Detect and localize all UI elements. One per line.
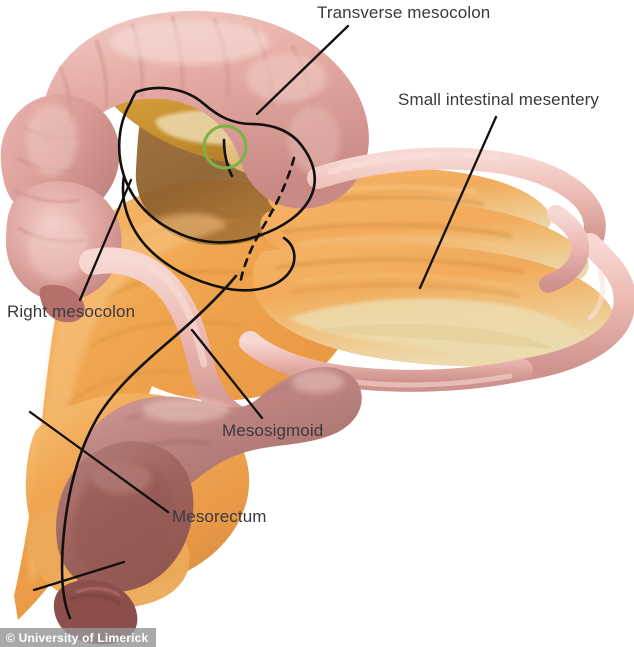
appendix-stump bbox=[39, 284, 85, 323]
ileum-tube-right bbox=[511, 233, 634, 381]
annotation-outline-group bbox=[60, 86, 316, 620]
leader-transverse-mesocolon bbox=[255, 24, 350, 116]
credit-watermark-bar: © University of Limerick bbox=[0, 628, 157, 647]
leader-right-mesocolon bbox=[78, 178, 133, 302]
mesentery-fringe-texture-a bbox=[316, 324, 552, 348]
leader-mesorectum-lower-tick bbox=[32, 560, 126, 592]
leader-mesorectum bbox=[28, 410, 170, 514]
ileum-tube-mid-fold bbox=[539, 205, 590, 293]
mesocolon-division-line bbox=[60, 274, 238, 620]
mesentery-boundary-dashed bbox=[238, 156, 296, 286]
anal-canal-fold bbox=[69, 593, 122, 606]
leader-lines-group bbox=[28, 24, 498, 592]
transverse-mesocolon-outline bbox=[117, 86, 316, 244]
circle-tick-line bbox=[222, 138, 234, 178]
large-bowel-group bbox=[0, 10, 634, 645]
sigmoid-highlights bbox=[142, 371, 344, 422]
label-transverse-mesocolon: Transverse mesocolon bbox=[317, 3, 491, 22]
credit-text: © University of Limerick bbox=[6, 630, 149, 645]
label-mesorectum: Mesorectum bbox=[172, 507, 267, 526]
label-right-mesocolon: Right mesocolon bbox=[7, 302, 136, 321]
rectum-shading bbox=[72, 463, 176, 582]
label-small-intestinal-mesentery: Small intestinal mesentery bbox=[398, 90, 600, 109]
label-mesosigmoid: Mesosigmoid bbox=[222, 421, 324, 440]
descending-colon-tube-highlight bbox=[92, 253, 208, 368]
colon-highlights bbox=[26, 20, 340, 280]
green-circle-marker bbox=[202, 124, 248, 170]
leader-mesosigmoid bbox=[190, 328, 264, 420]
leader-small-intestinal-mesentery bbox=[418, 115, 498, 290]
anal-canal-highlight bbox=[75, 586, 122, 598]
ileum-tube-upper bbox=[307, 147, 606, 255]
